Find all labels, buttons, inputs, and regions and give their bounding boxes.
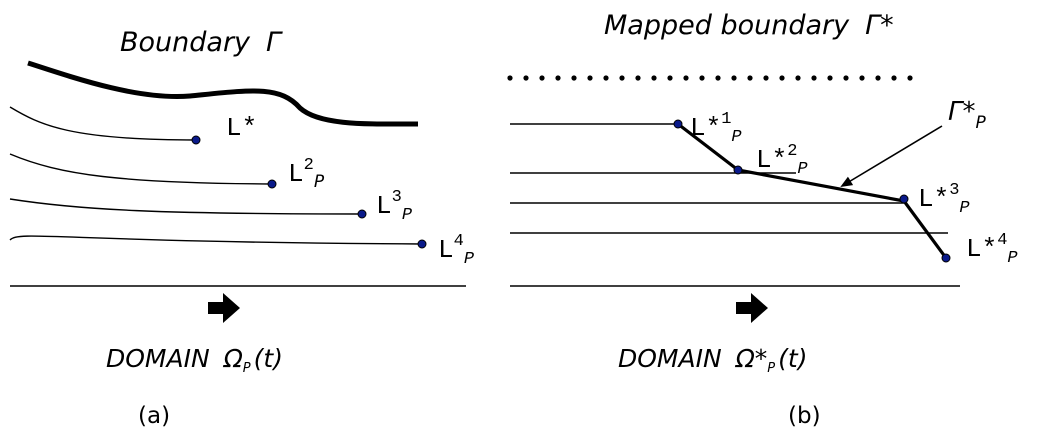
gamma-star-p-label: Γ*P	[948, 97, 987, 133]
caption-a: (a)	[138, 403, 170, 429]
label-L-star-1P: L*1P	[690, 110, 742, 147]
node-marker	[673, 119, 683, 129]
node-marker	[267, 179, 277, 189]
node-marker	[733, 165, 743, 175]
label-L4P: L4P	[438, 232, 475, 269]
level-line-1	[9, 106, 197, 141]
mapped-boundary-dots	[507, 75, 913, 81]
node-marker	[357, 209, 367, 219]
flow-arrow-b	[736, 293, 768, 323]
level-line-3	[9, 198, 363, 215]
label-L-star-2P: L*2P	[756, 142, 808, 179]
node-marker	[417, 239, 427, 249]
flow-arrow-a	[208, 293, 240, 323]
label-L-star-3P: L*3P	[918, 181, 970, 218]
level-line-4	[9, 235, 423, 245]
gamma-pointer-arrow	[840, 125, 943, 188]
label-L3P: L3P	[376, 188, 413, 225]
label-L-star: L*	[226, 113, 257, 143]
label-L2P: L2P	[288, 156, 325, 192]
boundary-curve	[27, 60, 419, 127]
caption-b: (b)	[788, 403, 821, 429]
node-marker	[191, 135, 201, 145]
level-line-2	[9, 153, 273, 185]
node-marker	[941, 253, 951, 263]
node-marker	[899, 194, 909, 204]
label-L-star-4P: L*4P	[966, 231, 1018, 268]
gamma-star-p-boundary	[677, 122, 948, 259]
